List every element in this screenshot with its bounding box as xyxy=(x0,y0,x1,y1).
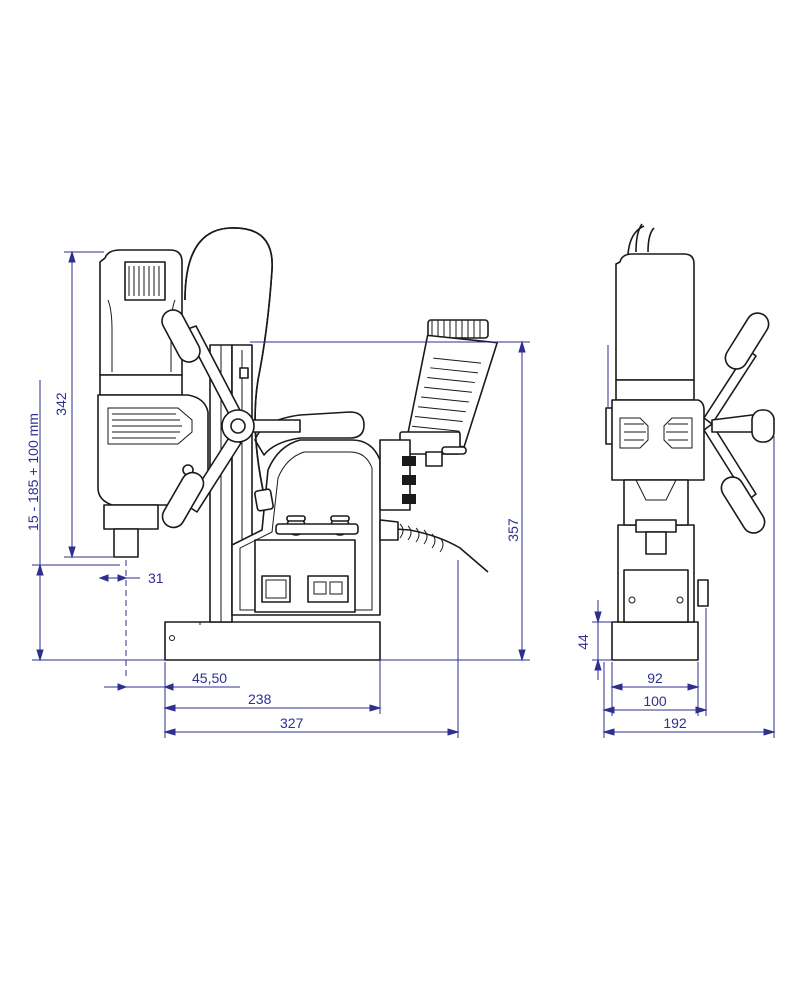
dimension-lines xyxy=(32,250,776,738)
side-base-plate xyxy=(164,621,381,661)
label-spindle-offset: 31 xyxy=(148,570,164,586)
label-total-width: 192 xyxy=(663,715,687,731)
front-magnet-base xyxy=(611,621,699,661)
label-motor-height: 342 xyxy=(53,392,69,416)
label-base-length: 238 xyxy=(248,691,272,707)
label-base-offset: 45,50 xyxy=(192,670,227,686)
label-total-length: 327 xyxy=(280,715,304,731)
side-view-drill xyxy=(97,227,499,661)
label-magnet-inner-width: 92 xyxy=(647,670,663,686)
dimension-labels: 15 - 185 + 100 mm 342 31 45,50 238 327 3… xyxy=(25,392,687,731)
side-star-handles xyxy=(161,309,301,529)
front-view-drill xyxy=(605,223,775,661)
label-stroke-range: 15 - 185 + 100 mm xyxy=(25,413,41,531)
side-motor xyxy=(97,249,209,558)
label-total-height: 357 xyxy=(505,518,521,542)
front-star-handles xyxy=(703,312,775,534)
label-magnet-height: 44 xyxy=(575,634,591,650)
label-magnet-width: 100 xyxy=(643,693,667,709)
